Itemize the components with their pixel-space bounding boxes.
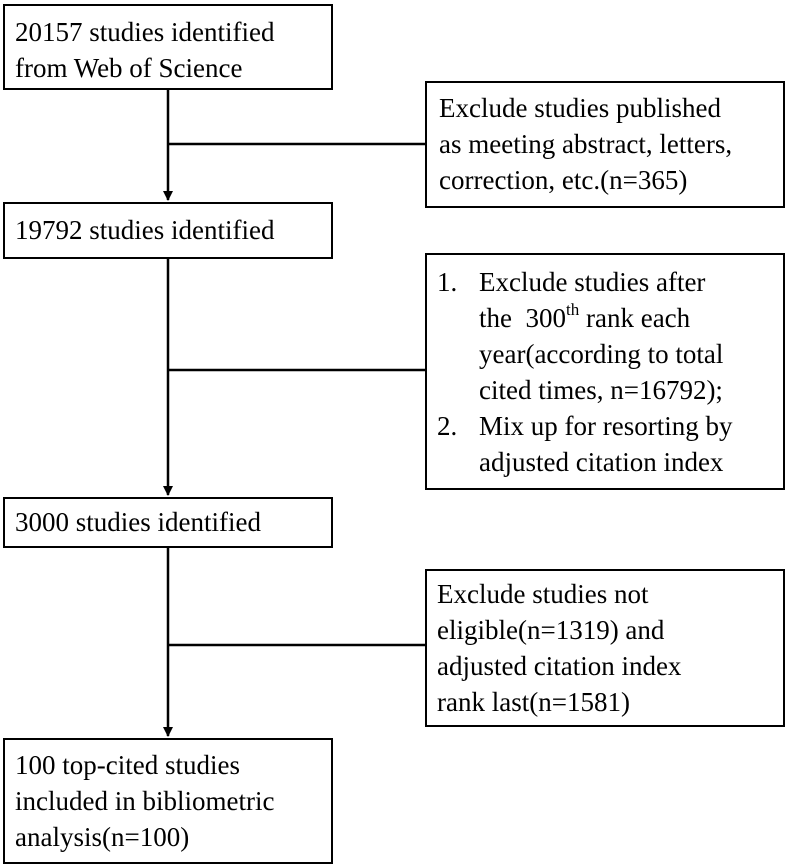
step2-line-1: 19792 studies identified <box>15 215 275 245</box>
exclude2-item-2: 2. Mix up for resorting by adjusted cita… <box>437 408 783 480</box>
step4-line-1: 100 top-cited studies <box>15 750 240 780</box>
exclude3-line-2: eligible(n=1319) and <box>437 615 665 645</box>
step1-line-2: from Web of Science <box>15 53 243 83</box>
step4-box: 100 top-cited studies included in biblio… <box>3 738 333 864</box>
exclude1-line-1: Exclude studies published <box>439 93 721 123</box>
exclude2-item-1-line-2-pre: the 300 <box>479 303 566 333</box>
exclude3-line-3: adjusted citation index <box>437 651 682 681</box>
step2-box: 19792 studies identified <box>3 202 333 259</box>
step1-line-1: 20157 studies identified <box>15 17 275 47</box>
exclude2-item-2-line-2: adjusted citation index <box>479 447 724 477</box>
exclude2-item-1-line-1: Exclude studies after <box>479 267 706 297</box>
exclude3-line-1: Exclude studies not <box>437 579 649 609</box>
exclude2-box: 1. Exclude studies after the 300th rank … <box>425 253 785 490</box>
exclude2-item-2-marker: 2. <box>437 411 458 441</box>
exclude3-box: Exclude studies not eligible(n=1319) and… <box>425 569 785 727</box>
exclude2-item-1-line-3: year(according to total <box>479 339 724 369</box>
exclude1-line-3: correction, etc.(n=365) <box>439 165 688 195</box>
step4-line-2: included in bibliometric <box>15 786 275 816</box>
exclude2-item-1-line-2: the 300th rank each <box>479 300 783 336</box>
exclude2-item-1-line-4: cited times, n=16792); <box>479 375 723 405</box>
step1-box: 20157 studies identified from Web of Sci… <box>3 4 333 90</box>
step3-line-1: 3000 studies identified <box>15 507 261 537</box>
step4-line-3: analysis(n=100) <box>15 822 190 852</box>
exclude2-item-2-line-1: Mix up for resorting by <box>479 411 733 441</box>
step3-box: 3000 studies identified <box>3 497 333 548</box>
exclude3-line-4: rank last(n=1581) <box>437 687 630 717</box>
exclude2-item-1-marker: 1. <box>437 267 458 297</box>
exclude1-box: Exclude studies published as meeting abs… <box>425 81 785 208</box>
exclude2-item-1: 1. Exclude studies after the 300th rank … <box>437 264 783 408</box>
exclude1-line-2: as meeting abstract, letters, <box>439 129 733 159</box>
exclude2-item-1-superscript: th <box>566 300 580 319</box>
exclude2-item-1-line-2-post: rank each <box>579 303 691 333</box>
